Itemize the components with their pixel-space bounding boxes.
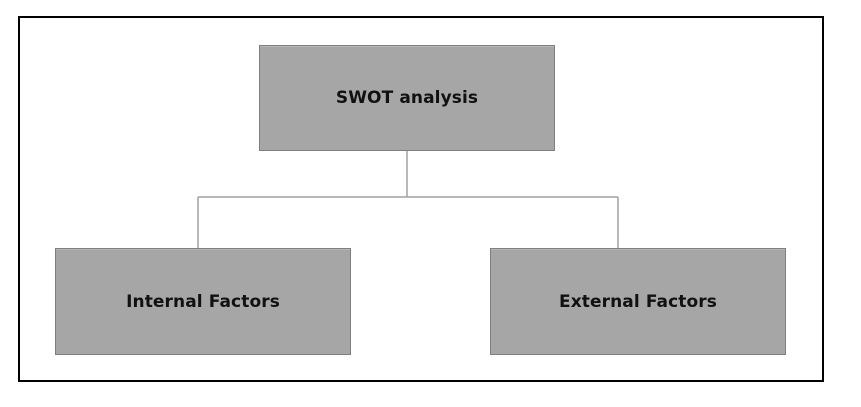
external-factors-label: External Factors: [558, 291, 717, 312]
swot-analysis-node: SWOT analysis: [259, 45, 555, 151]
swot-analysis-label: SWOT analysis: [335, 88, 479, 108]
external-factors-node: External Factors: [490, 248, 786, 355]
internal-factors-node: Internal Factors: [55, 248, 351, 355]
internal-factors-label: Internal Factors: [126, 291, 280, 312]
